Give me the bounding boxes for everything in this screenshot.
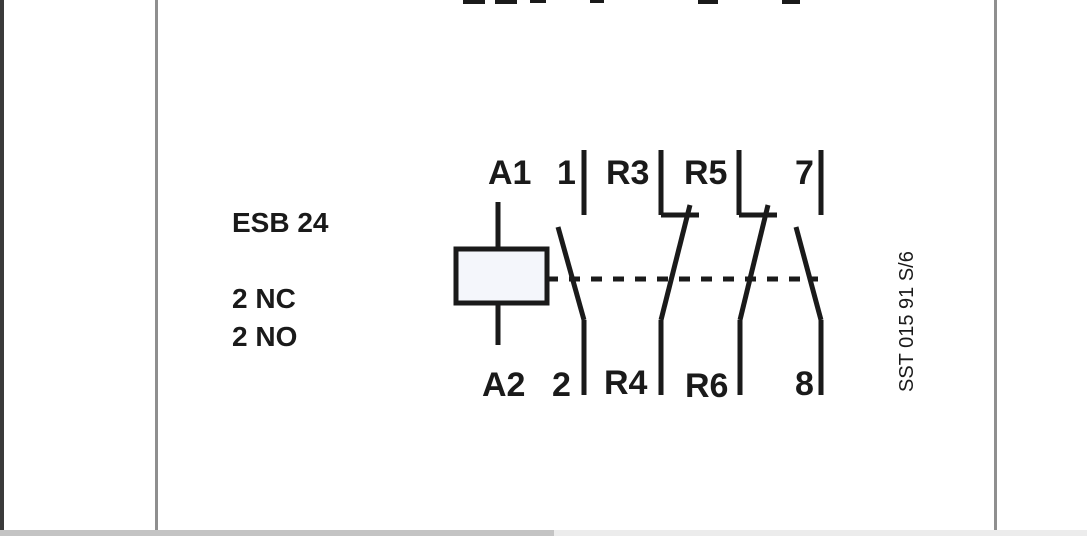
contact-1-2 [555, 150, 587, 395]
terminal-r3-label: R3 [606, 154, 649, 192]
nc-contacts-label: 2 NC [232, 283, 296, 314]
terminal-2-label: 2 [552, 366, 571, 404]
contact-7-8 [793, 150, 824, 395]
terminal-1-label: 1 [557, 154, 576, 192]
relay-coil [453, 202, 550, 345]
no-contacts-label: 2 NO [232, 321, 297, 352]
horizontal-scrollbar[interactable] [0, 530, 1087, 536]
terminal-a2-label: A2 [482, 366, 525, 404]
terminal-8-label: 8 [795, 365, 814, 403]
contact-1-blade [555, 226, 587, 321]
contact-r3-r4 [658, 150, 699, 395]
drawing-reference-label: SST 015 91 S/6 [896, 251, 918, 392]
cropped-heading-fragments [463, 0, 800, 4]
terminal-a1-label: A1 [488, 154, 531, 192]
terminal-7-label: 7 [795, 154, 814, 192]
contact-7-blade [793, 226, 824, 321]
terminal-r5-label: R5 [684, 154, 727, 192]
viewer-left-edge [0, 0, 4, 536]
contact-r5-r6 [736, 150, 777, 395]
document-page [155, 0, 997, 530]
terminal-r4-label: R4 [604, 364, 648, 402]
contact-r3-blade [658, 204, 693, 321]
contact-r5-blade [737, 204, 771, 321]
device-model-label: ESB 24 [232, 207, 329, 238]
horizontal-scrollbar-thumb[interactable] [0, 530, 554, 536]
terminal-r6-label: R6 [685, 367, 728, 405]
coil-body [453, 246, 550, 306]
